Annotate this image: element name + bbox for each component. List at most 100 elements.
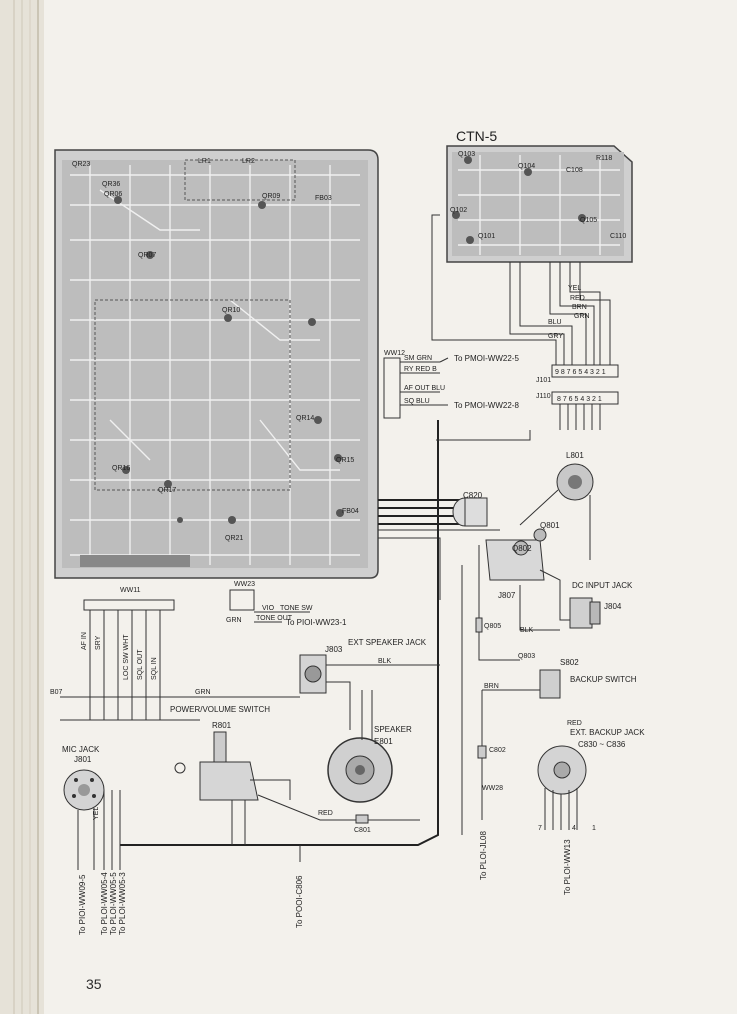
pcb-label-qr22: FB03 — [315, 195, 332, 202]
ww11-label: WW11 — [120, 587, 141, 594]
ctn-label-q102: Q102 — [450, 207, 467, 214]
c802: C802 WW28 — [477, 745, 506, 820]
ctn-label-q101: Q101 — [478, 233, 495, 240]
wire-label-grn-main: GRN — [195, 689, 211, 696]
c830-836-label: C830 ~ C836 — [578, 740, 626, 749]
ctn-label-c108: C108 — [566, 167, 583, 174]
pcb-label-qr33: FB04 — [342, 508, 359, 515]
to-pm01-ww22-8: To PMOI-WW22-8 — [454, 401, 519, 410]
ww23-label: WW23 — [234, 581, 255, 588]
mic-wire-yel: YEL — [93, 807, 100, 820]
backup-switch-label: BACKUP SWITCH — [570, 675, 637, 684]
ext-speaker-jack-label: EXT SPEAKER JACK — [348, 638, 427, 647]
speaker-label: SPEAKER — [374, 725, 412, 734]
q805-label: Q805 — [484, 623, 501, 630]
dc-input-jack: DC INPUT JACK J804 BLK — [520, 581, 633, 634]
ww23-grn-label: GRN — [226, 617, 242, 624]
q801-q802-j807: Q801 Q802 J807 — [485, 521, 580, 631]
ctn-label-q103: Q103 — [458, 151, 475, 158]
label-to-pl01-ww05-5: To PLOI-WW05-5 — [109, 872, 118, 935]
wire-label-gry-ctn: GRY — [548, 333, 563, 340]
e801-label: E801 — [374, 737, 393, 746]
q801-label: Q801 — [540, 521, 560, 530]
dc-input-jack-label: DC INPUT JACK — [572, 581, 633, 590]
pcb-label-qr06: QR06 — [104, 191, 122, 198]
pcb-label-fb04: LR2 — [242, 158, 255, 165]
c820-label: C820 — [463, 491, 483, 500]
l801-coil: L801 — [519, 451, 594, 560]
ww12-connector: WW12 SM GRN RY RED B AF OUT BLU SQ BLU T… — [383, 350, 519, 419]
wire-label-red-ctn: RED — [570, 295, 585, 302]
ww11-sql-in: SQL IN — [151, 657, 158, 680]
pcb-label-qr10: QR10 — [222, 307, 240, 314]
ww11-sql-out: SQL OUT — [137, 649, 144, 680]
wire-label-brn-ctn: BRN — [572, 304, 587, 311]
bottom-destination-labels: To PIOI-WW09-5 To PLOI-WW05-4 To PLOI-WW… — [78, 831, 572, 935]
label-to-pl01-ww13: To PLOI-WW13 — [563, 839, 572, 895]
c802-label: C802 — [489, 747, 506, 754]
ww11-loc-sw: LOC SW WHT — [123, 634, 130, 680]
ww11-connector: WW11 AF IN SRY LOC SW WHT SQL OUT SQL IN… — [50, 587, 300, 721]
backup-pin-1: 1 — [592, 825, 596, 832]
q802-label: Q802 — [512, 544, 532, 553]
pcb-label-fb03: LR1 — [198, 158, 211, 165]
ctn-label-q105: Q105 — [580, 217, 597, 224]
c801-label: C801 — [354, 827, 371, 834]
pcb-label-qr16: QR17 — [158, 487, 176, 494]
ww23-tone-sw: TONE SW — [280, 605, 313, 612]
to-p101-ww23-1: To PIOI-WW23-1 — [286, 618, 347, 627]
wire-label-grn-ctn: GRN — [574, 313, 590, 320]
label-to-pl01-ww05-3: To PLOI-WW05-3 — [118, 872, 127, 935]
ctn-label-r118: R118 — [596, 155, 612, 162]
j101-label: J101 — [536, 377, 551, 384]
j804-label: J804 — [604, 602, 622, 611]
ww12-wire-afout: AF OUT BLU — [404, 385, 445, 392]
label-to-pl01-jl08: To PLOI-JL08 — [479, 831, 488, 880]
b07-label: B07 — [50, 689, 63, 696]
j110-label: J110 — [536, 393, 551, 400]
wire-label-blk-dc: BLK — [520, 627, 534, 634]
j807-label: J807 — [498, 591, 516, 600]
r801-label: R801 — [212, 721, 232, 730]
wire-label-red-backup: RED — [567, 720, 582, 727]
ctn5-title: CTN-5 — [456, 128, 497, 144]
wire-label-ww28: WW28 — [482, 785, 503, 792]
pcb-label-qr07: QR07 — [138, 252, 156, 259]
ww23-vio: VIO — [262, 605, 275, 612]
j110-pin-numbers: 8 7 6 5 4 3 2 1 — [557, 396, 602, 403]
j101-j110-connector: 9 8 7 6 5 4 3 2 1 J101 8 7 6 5 4 3 2 1 J… — [536, 364, 619, 430]
wire-label-blu-ctn: BLU — [548, 319, 562, 326]
label-to-pl01-ww05-4: To PLOI-WW05-4 — [100, 872, 109, 935]
pcb-label-qr23: QR23 — [72, 161, 90, 168]
pcb-traces — [70, 165, 360, 565]
ext-speaker-jack: EXT SPEAKER JACK J803 BLK — [299, 638, 440, 730]
speaker: SPEAKER E801 — [327, 690, 412, 803]
wire-label-yel: YEL — [568, 285, 581, 292]
pcb-components — [114, 196, 344, 524]
ctn5-board: CTN-5 Q103 Q104 Q105 Q101 Q102 R118 C108… — [446, 128, 633, 263]
wire-label-brn-backup: BRN — [484, 683, 499, 690]
backup-pin-7: 7 — [538, 825, 542, 832]
s802-label: S802 — [560, 658, 579, 667]
ww12-wire-ry-red: RY RED B — [404, 366, 437, 373]
ww12-wire-sm-grn: SM GRN — [404, 355, 432, 362]
pcb-label-qr13: QR14 — [296, 415, 314, 422]
j803-label: J803 — [325, 645, 343, 654]
pcb-label-qr09: QR09 — [262, 193, 280, 200]
l801-label: L801 — [566, 451, 584, 460]
j801-label: J801 — [74, 755, 92, 764]
ww11-sry: SRY — [95, 635, 102, 650]
to-pm01-ww22-5: To PMOI-WW22-5 — [454, 354, 519, 363]
j101-pin-numbers: 9 8 7 6 5 4 3 2 1 — [555, 369, 606, 376]
mic-jack: MIC JACK J801 YEL — [62, 745, 121, 870]
pcb-label-qr14: QR15 — [336, 457, 354, 464]
ext-backup-jack: EXT. BACKUP JACK C830 ~ C836 7 4 1 — [537, 728, 645, 832]
backup-pin-4: 4 — [572, 825, 576, 832]
power-volume-switch: POWER/VOLUME SWITCH R801 RED C801 — [170, 705, 420, 845]
q803-label: Q803 — [518, 653, 535, 660]
ww12-label: WW12 — [384, 350, 405, 357]
wire-label-red-pwr: RED — [318, 810, 333, 817]
ww12-wire-sq: SQ BLU — [404, 398, 430, 405]
ctn-wire-bundle: YEL RED BRN GRN BLU GRY — [431, 214, 611, 365]
